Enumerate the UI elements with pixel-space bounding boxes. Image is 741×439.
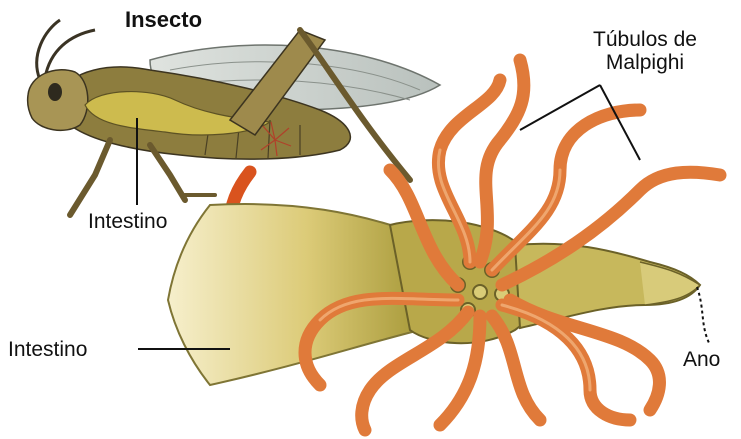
intestine-left-label: Intestino	[8, 338, 87, 361]
intestine-top-label: Intestino	[88, 210, 167, 233]
insect-title: Insecto	[125, 8, 202, 32]
malpighi-label: Túbulos de Malpighi	[575, 28, 715, 74]
malpighi-leader-b	[600, 85, 640, 160]
anus-label: Ano	[683, 348, 720, 371]
malpighi-label-line1: Túbulos de	[575, 28, 715, 51]
anus-leader	[697, 287, 710, 345]
malpighi-label-line2: Malpighi	[575, 51, 715, 74]
